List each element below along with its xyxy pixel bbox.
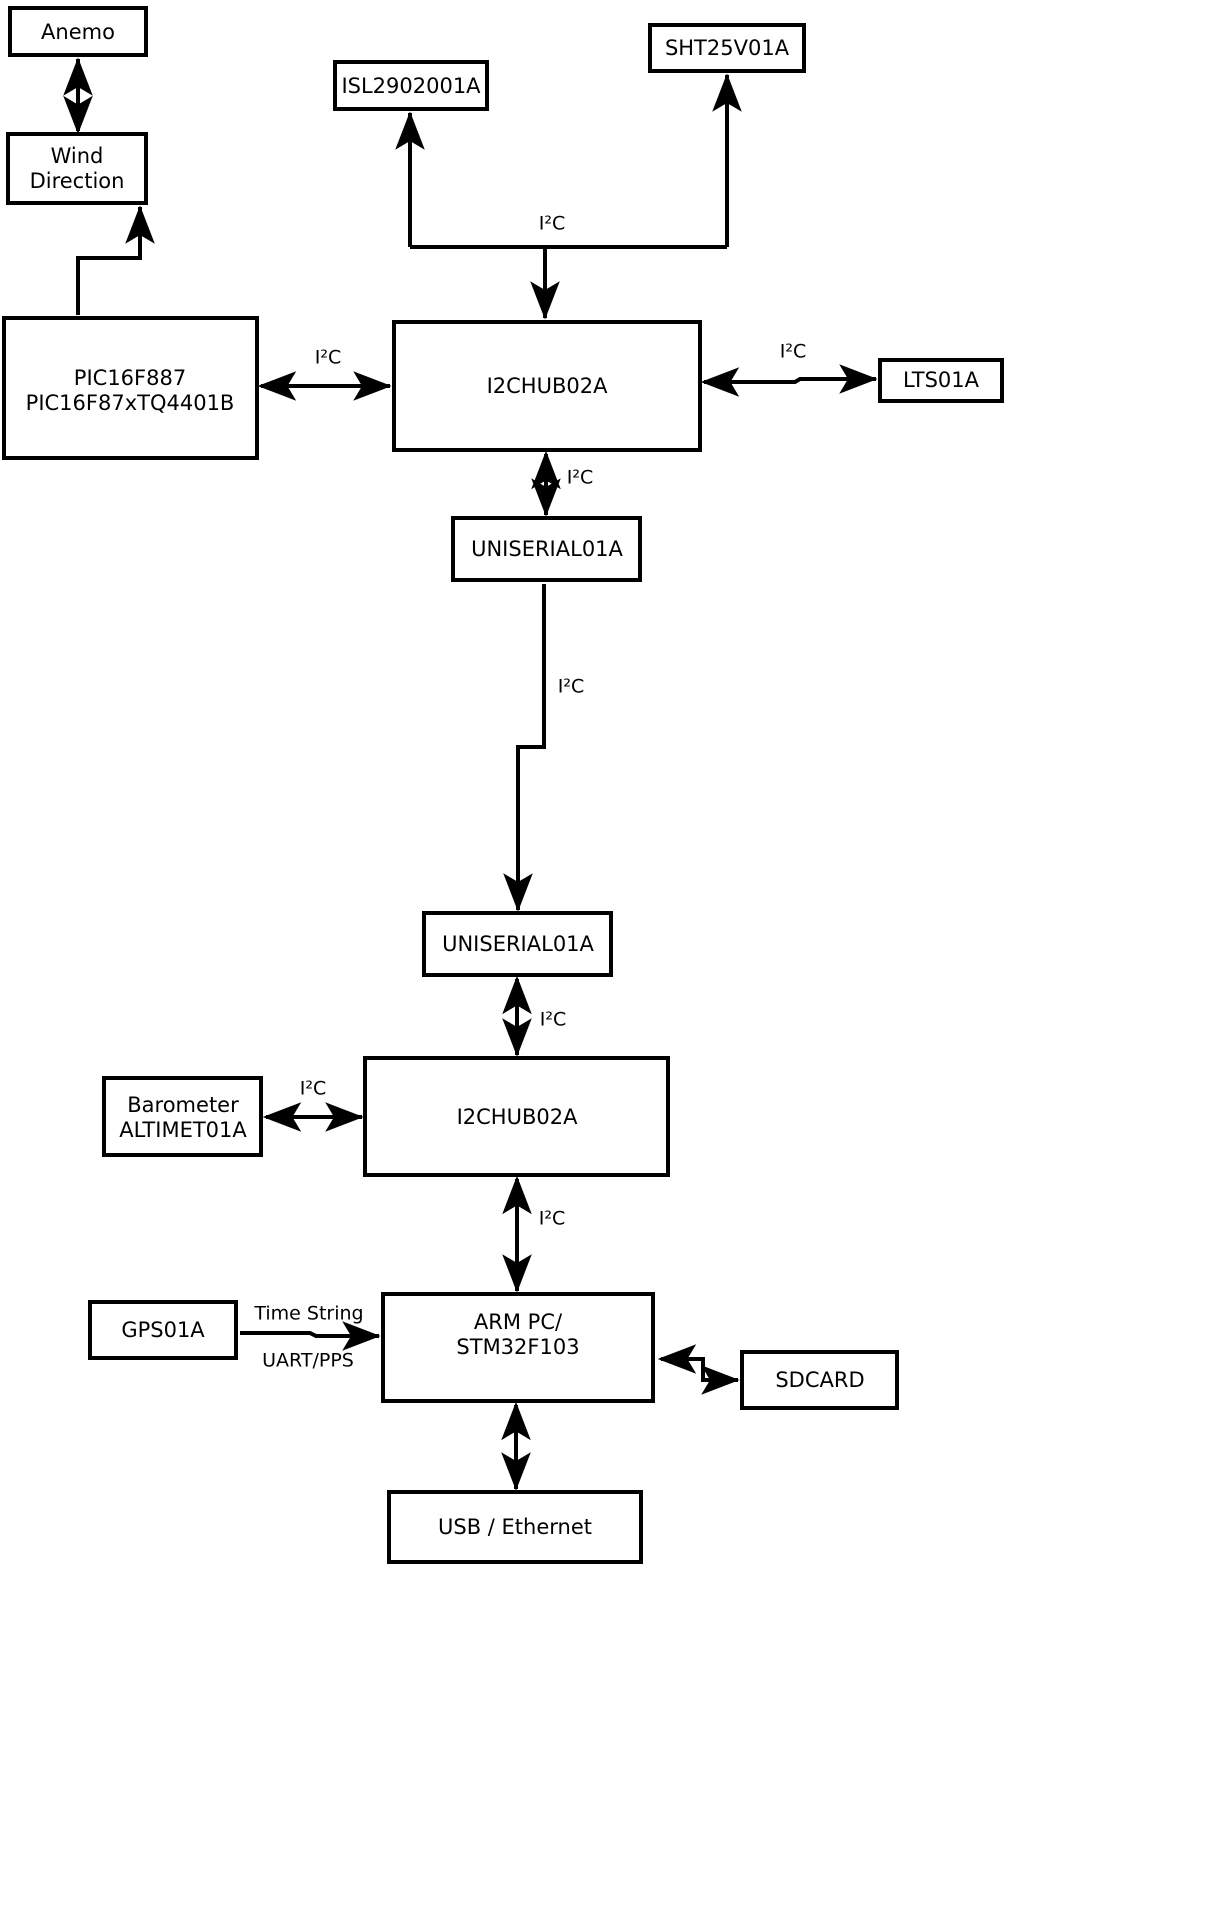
edge-hub-top-uniserial1: I²C (531, 450, 594, 517)
node-label-gps: GPS01A (121, 1318, 205, 1342)
node-label-hub-top: I2CHUB02A (487, 374, 609, 398)
edge-gps-arm: Time String UART/PPS (240, 1303, 381, 1372)
node-label-lts: LTS01A (903, 368, 980, 392)
edge-hub-top-bus: I²C (395, 73, 742, 320)
node-label-wind-line2: Direction (30, 169, 125, 193)
node-label-arm-line1: ARM PC/ (474, 1310, 563, 1334)
node-i2chub02a-bottom[interactable]: I2CHUB02A (363, 1056, 670, 1177)
edge-label-i2c-bus-top: I²C (539, 213, 566, 235)
edge-hub-bottom-arm: I²C (502, 1175, 566, 1293)
node-uniserial01a-upper[interactable]: UNISERIAL01A (451, 516, 642, 582)
edge-label-i2c-pic-hub: I²C (315, 347, 342, 369)
edge-arm-sdcard (657, 1344, 740, 1395)
node-label-pic-line2: PIC16F87xTQ4401B (26, 391, 235, 415)
node-label-uniserial-2: UNISERIAL01A (442, 932, 594, 956)
node-sht25v01a[interactable]: SHT25V01A (648, 23, 806, 73)
node-isl2902001a[interactable]: ISL2902001A (333, 60, 489, 111)
edge-label-i2c-barometer-hub: I²C (300, 1078, 327, 1100)
node-label-usb: USB / Ethernet (438, 1515, 592, 1539)
edge-label-i2c-uniserial-link: I²C (558, 676, 585, 698)
edge-hub-top-lts: I²C (700, 341, 878, 397)
edge-uniserial2-hub-bottom: I²C (502, 975, 567, 1057)
node-label-uniserial-1: UNISERIAL01A (471, 537, 623, 561)
node-label-hub-bottom: I2CHUB02A (457, 1105, 579, 1129)
node-label-barometer-line2: ALTIMET01A (119, 1118, 247, 1142)
node-arm-pc-stm32f103[interactable]: ARM PC/ STM32F103 (381, 1292, 655, 1403)
node-wind-direction[interactable]: Wind Direction (6, 132, 148, 205)
edge-barometer-hub-bottom: I²C (262, 1078, 364, 1132)
node-label-barometer-line1: Barometer (127, 1093, 239, 1117)
edge-label-i2c-hub-uniserial1: I²C (567, 467, 594, 489)
node-barometer-altimet01a[interactable]: Barometer ALTIMET01A (102, 1076, 263, 1157)
node-label-sdcard: SDCARD (775, 1368, 864, 1392)
edge-label-i2c-hub-lts: I²C (780, 341, 807, 363)
node-i2chub02a-top[interactable]: I2CHUB02A (392, 320, 702, 452)
edge-pic-hub-top: I²C (257, 347, 392, 401)
node-label-pic-line1: PIC16F887 (74, 366, 186, 390)
node-label-sht: SHT25V01A (665, 36, 790, 60)
node-label-anemo: Anemo (41, 20, 115, 44)
node-pic16f887[interactable]: PIC16F887 PIC16F87xTQ4401B (2, 316, 259, 460)
node-gps01a[interactable]: GPS01A (88, 1300, 238, 1360)
node-usb-ethernet[interactable]: USB / Ethernet (387, 1490, 643, 1564)
node-label-isl: ISL2902001A (341, 74, 481, 98)
edge-label-i2c-hub-arm: I²C (539, 1208, 566, 1230)
node-lts01a[interactable]: LTS01A (878, 358, 1004, 403)
node-label-wind-line1: Wind (51, 144, 104, 168)
node-sdcard[interactable]: SDCARD (740, 1350, 899, 1410)
node-label-arm-line2: STM32F103 (456, 1335, 579, 1359)
edge-label-uart-pps: UART/PPS (262, 1350, 354, 1372)
edge-label-time-string: Time String (253, 1303, 363, 1325)
edge-label-i2c-uniserial2-hub: I²C (540, 1009, 567, 1031)
node-anemo[interactable]: Anemo (8, 6, 148, 57)
edge-pic-wind (76, 205, 155, 315)
node-uniserial01a-lower[interactable]: UNISERIAL01A (422, 911, 613, 977)
edge-uniserial1-uniserial2: I²C (503, 584, 585, 912)
